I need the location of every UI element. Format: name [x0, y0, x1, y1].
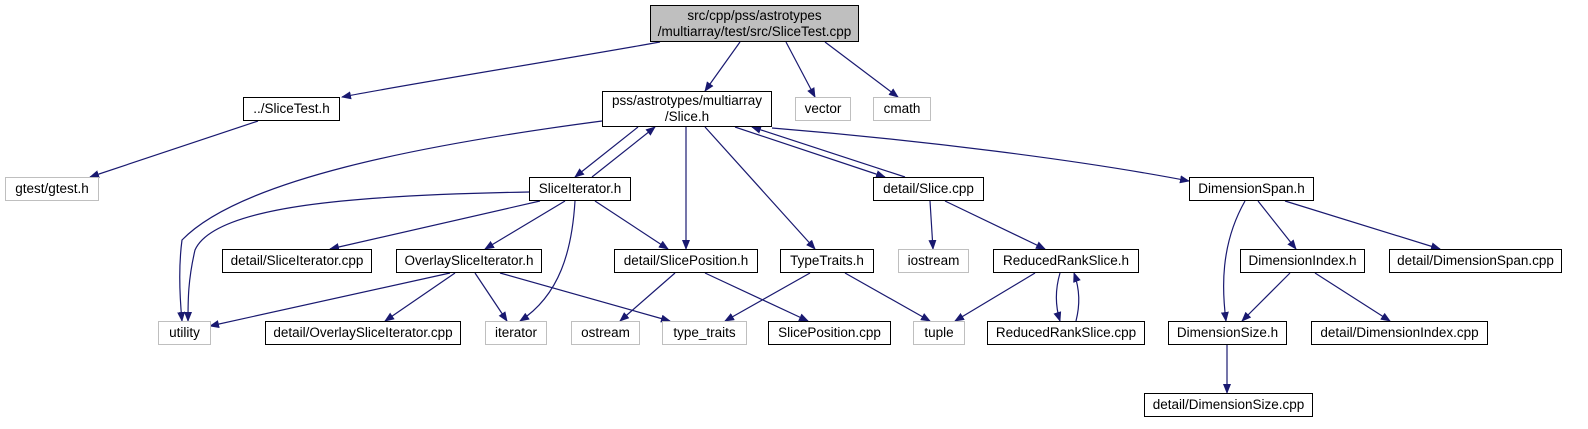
edge-dimensionspan-h-to-dimensionsize-h	[1220, 200, 1246, 322]
node-root-slicetest-cpp[interactable]: src/cpp/pss/astrotypes /multiarray/test/…	[650, 5, 859, 42]
node-slicetest-h-label: ../SliceTest.h	[253, 101, 330, 116]
node-gtest-label: gtest/gtest.h	[15, 181, 89, 196]
edge-root-to-vector	[785, 41, 816, 98]
node-ostream-label: ostream	[581, 325, 630, 340]
edge-overlaysliceiterator-h-to-utility	[209, 272, 451, 328]
node-detail-sliceiterator-cpp[interactable]: detail/SliceIterator.cpp	[222, 249, 372, 273]
node-ostream: ostream	[571, 321, 640, 345]
node-detail-slice-cpp-label: detail/Slice.cpp	[883, 181, 974, 196]
node-detail-dimensionsize-cpp[interactable]: detail/DimensionSize.cpp	[1144, 393, 1313, 417]
edge-root-to-slice-h	[704, 41, 741, 92]
node-sliceiterator-h[interactable]: SliceIterator.h	[529, 177, 631, 201]
node-dimensionspan-h[interactable]: DimensionSpan.h	[1189, 177, 1314, 201]
edge-slice-h-to-utility	[177, 120, 603, 322]
node-tuple: tuple	[913, 321, 965, 345]
node-detail-sliceposition-h[interactable]: detail/SlicePosition.h	[614, 249, 758, 273]
edge-sliceiterator-h-to-iterator	[519, 200, 576, 322]
edge-dimensionindex-h-to-detail-dimensionindex-cpp	[1314, 272, 1391, 322]
node-type-traits: type_traits	[662, 321, 747, 345]
node-detail-dimensionsize-cpp-label: detail/DimensionSize.cpp	[1152, 397, 1305, 412]
edge-slice-h-to-dimensionspan-h	[771, 127, 1190, 184]
edge-detail-slice-cpp-to-iostream	[928, 200, 937, 250]
node-cmath: cmath	[873, 97, 931, 121]
node-dimensionsize-h-label: DimensionSize.h	[1176, 325, 1279, 340]
node-overlaysliceiterator-h-label: OverlaySliceIterator.h	[404, 253, 534, 268]
node-detail-overlaysliceiterator-cpp[interactable]: detail/OverlaySliceIterator.cpp	[265, 321, 461, 345]
node-iterator-label: iterator	[494, 325, 538, 340]
node-slice-h[interactable]: pss/astrotypes/multiarray /Slice.h	[602, 91, 772, 127]
edge-dimensionspan-h-to-detail-dimensionspan-cpp	[1284, 200, 1441, 251]
node-detail-dimensionindex-cpp[interactable]: detail/DimensionIndex.cpp	[1311, 321, 1488, 345]
node-sliceiterator-h-label: SliceIterator.h	[538, 181, 622, 196]
edge-reducedrankslice-cpp-to-reducedrankslice-h	[1073, 272, 1081, 322]
edge-overlaysliceiterator-h-to-detail-overlaysliceiterator-cpp	[384, 272, 456, 322]
node-dimensionspan-h-label: DimensionSpan.h	[1198, 181, 1305, 196]
edge-sliceiterator-h-to-detail-sliceposition-h	[594, 200, 669, 250]
node-dimensionsize-h[interactable]: DimensionSize.h	[1168, 321, 1287, 345]
edge-reducedrankslice-h-to-reducedrankslice-cpp	[1053, 272, 1062, 322]
node-detail-overlaysliceiterator-cpp-label: detail/OverlaySliceIterator.cpp	[273, 325, 453, 340]
node-utility-label: utility	[169, 325, 200, 340]
node-typetraits-h[interactable]: TypeTraits.h	[780, 249, 874, 273]
node-iostream: iostream	[898, 249, 969, 273]
node-overlaysliceiterator-h[interactable]: OverlaySliceIterator.h	[396, 249, 542, 273]
edge-typetraits-h-to-tuple	[844, 272, 931, 322]
node-dimensionindex-h-label: DimensionIndex.h	[1248, 253, 1357, 268]
node-root-line2: /multiarray/test/src/SliceTest.cpp	[657, 23, 852, 39]
node-slice-h-line2: /Slice.h	[664, 109, 710, 124]
edge-sliceiterator-h-to-overlaysliceiterator-h	[484, 200, 566, 250]
edge-slicetest-h-to-gtest	[89, 120, 259, 178]
node-detail-sliceiterator-cpp-label: detail/SliceIterator.cpp	[230, 253, 364, 268]
edge-slice-h-to-typetraits-h	[704, 126, 816, 250]
node-detail-dimensionspan-cpp[interactable]: detail/DimensionSpan.cpp	[1389, 249, 1562, 273]
node-tuple-label: tuple	[924, 325, 954, 340]
node-detail-dimensionindex-cpp-label: detail/DimensionIndex.cpp	[1320, 325, 1479, 340]
node-reducedrankslice-cpp-label: ReducedRankSlice.cpp	[995, 325, 1137, 340]
node-detail-dimensionspan-cpp-label: detail/DimensionSpan.cpp	[1397, 253, 1554, 268]
edge-overlaysliceiterator-h-to-iterator	[474, 272, 508, 322]
node-type-traits-label: type_traits	[673, 325, 736, 340]
node-vector: vector	[795, 97, 851, 121]
node-iostream-label: iostream	[907, 253, 960, 268]
edge-dimensionindex-h-to-dimensionsize-h	[1241, 272, 1291, 322]
edge-dimensionspan-h-to-dimensionindex-h	[1257, 200, 1297, 250]
node-dimensionindex-h[interactable]: DimensionIndex.h	[1240, 249, 1365, 273]
node-typetraits-h-label: TypeTraits.h	[790, 253, 864, 268]
edge-root-to-slicetest-h	[341, 41, 661, 100]
edge-reducedrankslice-h-to-tuple	[954, 272, 1036, 322]
node-utility: utility	[158, 321, 211, 345]
node-cmath-label: cmath	[883, 101, 921, 116]
edge-detail-slice-cpp-to-slice-h	[751, 125, 906, 178]
node-slicetest-h[interactable]: ../SliceTest.h	[243, 97, 340, 121]
edge-detail-sliceposition-h-to-sliceposition-cpp	[704, 272, 809, 322]
edge-sliceiterator-h-to-slice-h	[591, 126, 656, 178]
node-reducedrankslice-h[interactable]: ReducedRankSlice.h	[993, 249, 1139, 273]
node-sliceposition-cpp-label: SlicePosition.cpp	[778, 325, 881, 340]
edge-detail-sliceposition-h-to-ostream	[619, 272, 676, 322]
node-slice-h-line1: pss/astrotypes/multiarray	[611, 93, 763, 108]
node-sliceposition-cpp[interactable]: SlicePosition.cpp	[768, 321, 891, 345]
edge-root-to-cmath	[824, 41, 899, 98]
node-iterator: iterator	[485, 321, 547, 345]
node-reducedrankslice-cpp[interactable]: ReducedRankSlice.cpp	[987, 321, 1145, 345]
edge-typetraits-h-to-type-traits	[724, 272, 811, 322]
edge-slice-h-to-sliceiterator-h	[574, 126, 639, 178]
node-reducedrankslice-h-label: ReducedRankSlice.h	[1002, 253, 1130, 268]
edge-overlaysliceiterator-h-to-type-traits	[499, 272, 671, 323]
edge-detail-slice-cpp-to-reducedrankslice-h	[944, 200, 1046, 250]
node-vector-label: vector	[804, 101, 842, 116]
node-gtest: gtest/gtest.h	[5, 177, 99, 201]
node-detail-sliceposition-h-label: detail/SlicePosition.h	[623, 253, 749, 268]
node-detail-slice-cpp[interactable]: detail/Slice.cpp	[873, 177, 984, 201]
edge-slice-h-to-detail-slice-cpp	[734, 126, 886, 178]
edge-sliceiterator-h-to-utility	[184, 191, 530, 322]
edge-sliceiterator-h-to-detail-sliceiterator-cpp	[329, 200, 541, 251]
node-root-line1: src/cpp/pss/astrotypes	[687, 7, 822, 23]
